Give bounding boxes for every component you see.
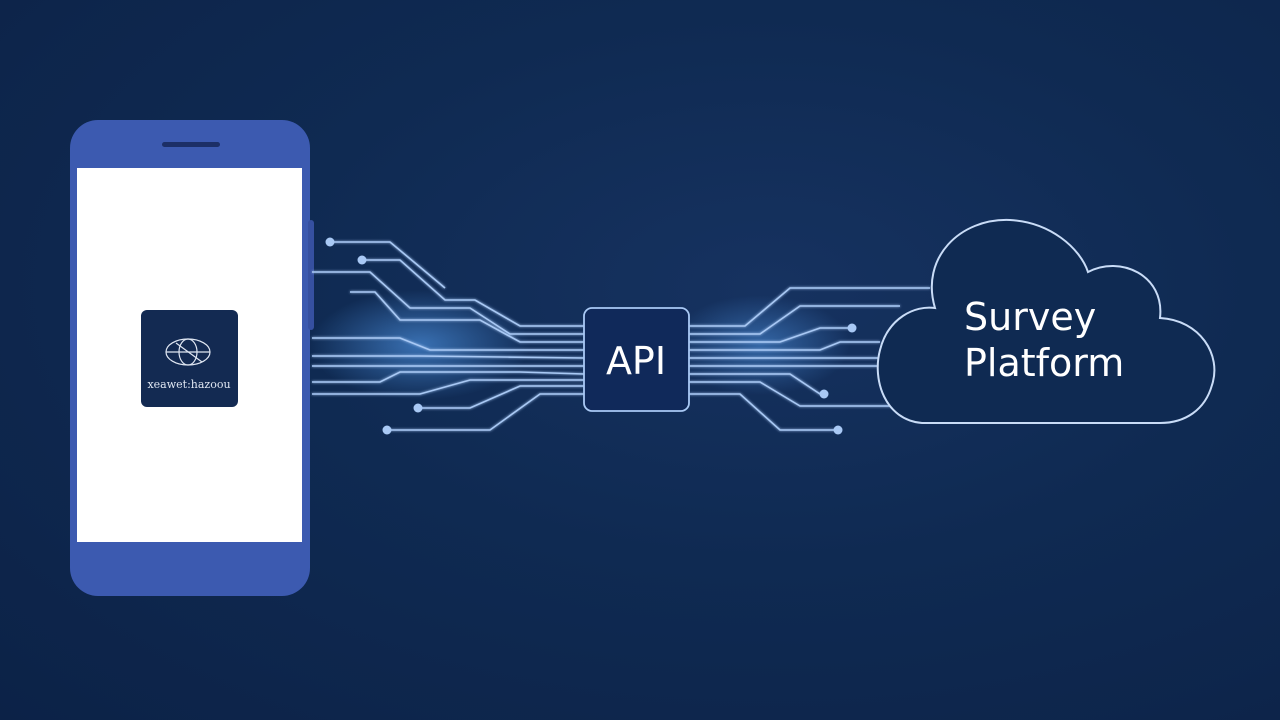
left-glow [310, 290, 530, 400]
right-circuit-nodes [819, 323, 857, 435]
api-node: API [583, 307, 690, 412]
cloud-label-line1: Survey [964, 295, 1096, 339]
api-label: API [606, 339, 666, 383]
phone-side-button [308, 220, 314, 330]
smartphone: xeawet:hazoou [70, 120, 314, 596]
globe-icon [165, 338, 211, 366]
phone-speaker [162, 142, 220, 147]
app-icon[interactable]: xeawet:hazoou [141, 310, 238, 407]
left-circuit-nodes [325, 237, 423, 435]
left-circuit [312, 241, 585, 431]
app-caption: xeawet:hazoou [147, 378, 230, 391]
cloud-label-line2: Platform [964, 341, 1124, 385]
right-circuit [689, 287, 930, 431]
cloud-shape [876, 218, 1216, 424]
cloud-node: Survey Platform [876, 218, 1216, 424]
right-glow [670, 295, 850, 395]
api-box [583, 307, 690, 412]
